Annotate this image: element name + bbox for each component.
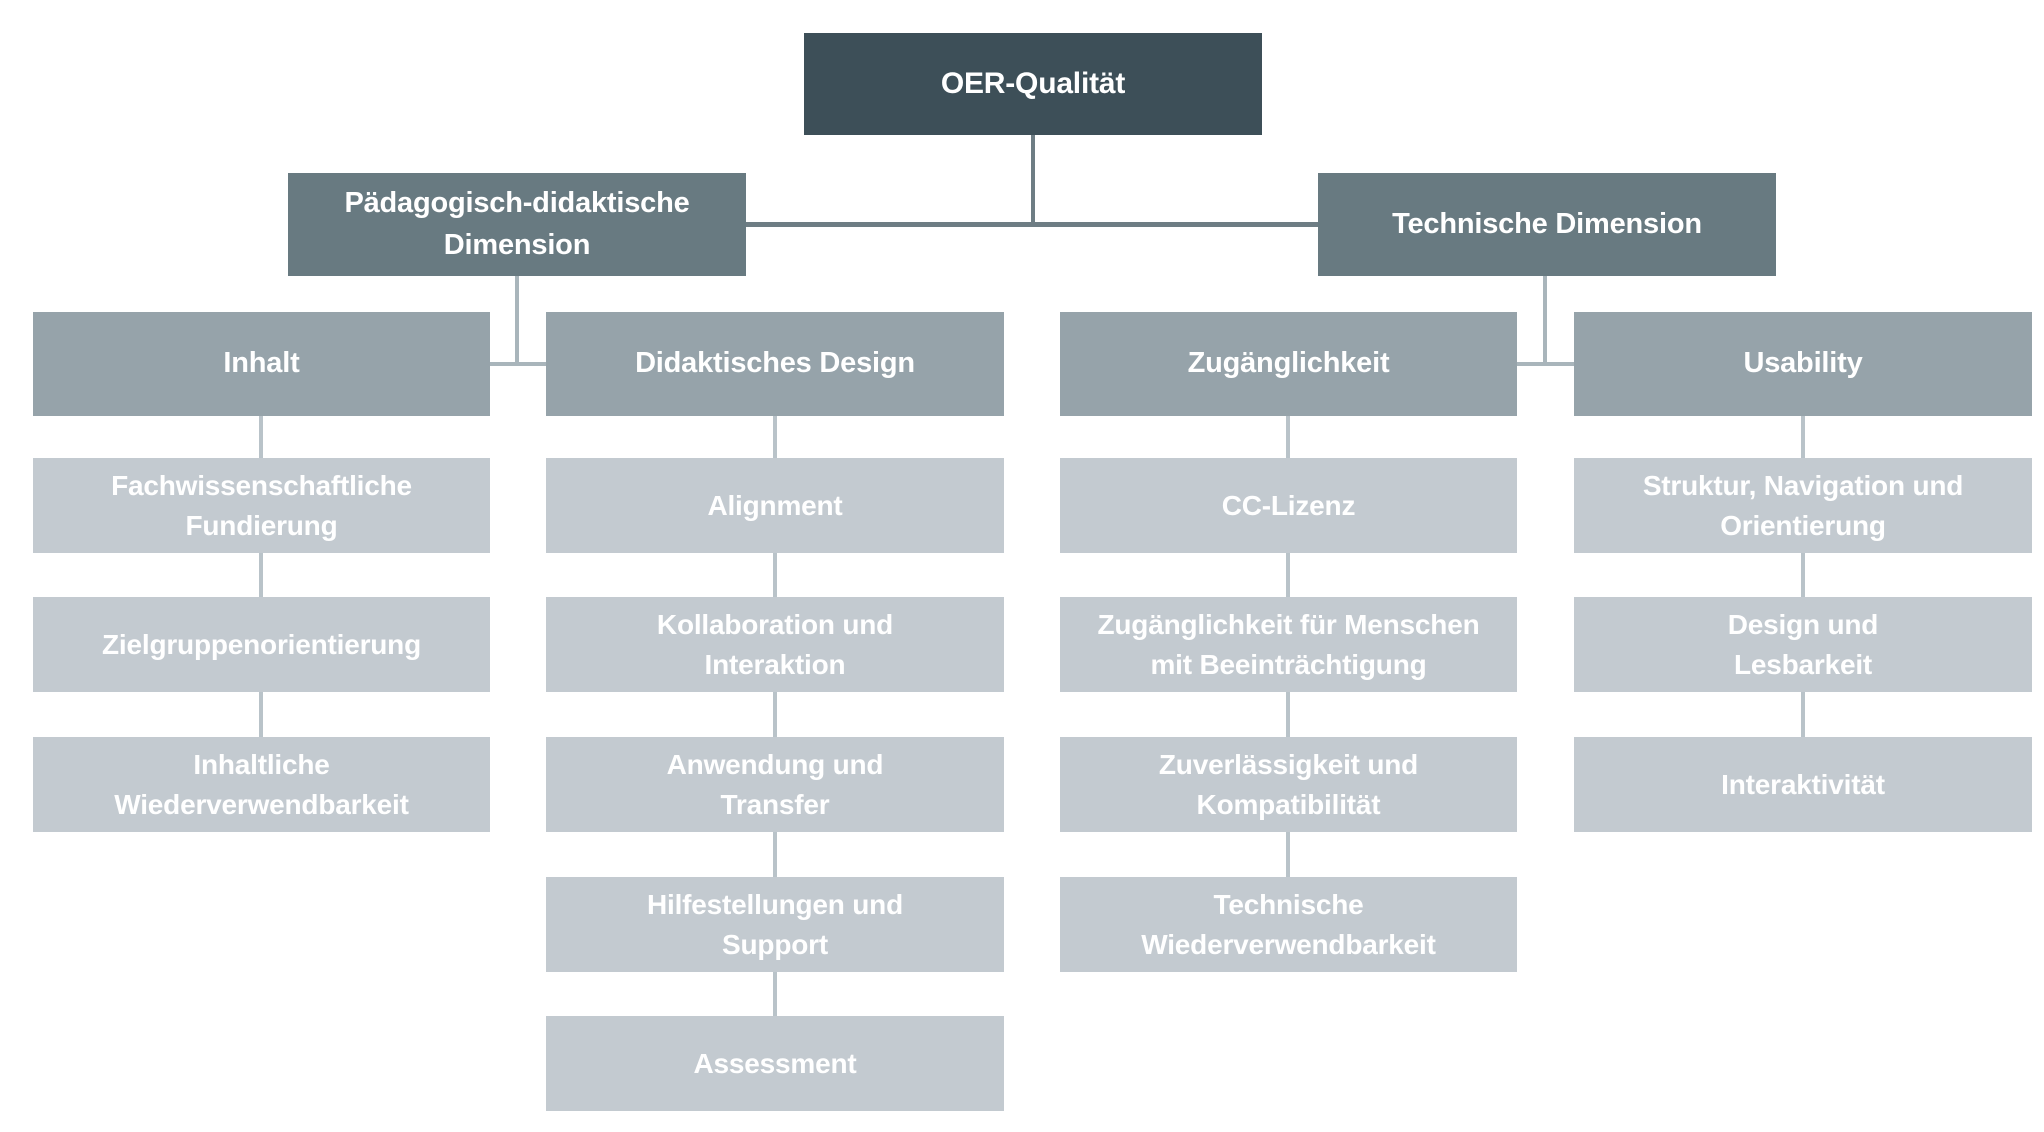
connector-paed-vertical <box>515 276 519 366</box>
header-usability: Usability <box>1574 312 2032 416</box>
connector-dimensions-horizontal <box>746 222 1318 227</box>
item-zugaenglichkeit-fuer-menschen: Zugänglichkeit für Menschen mit Beeinträ… <box>1060 597 1517 692</box>
item-hilfestellungen-und-support: Hilfestellungen und Support <box>546 877 1004 972</box>
node-technische-dimension: Technische Dimension <box>1318 173 1776 276</box>
header-inhalt: Inhalt <box>33 312 490 416</box>
item-zielgruppenorientierung: Zielgruppenorientierung <box>33 597 490 692</box>
header-zugaenglichkeit: Zugänglichkeit <box>1060 312 1517 416</box>
node-paedagogisch-didaktische-dimension: Pädagogisch-didaktische Dimension <box>288 173 746 276</box>
item-interaktivitaet: Interaktivität <box>1574 737 2032 832</box>
connector-column-didaktik <box>773 416 777 1020</box>
item-zuverlaessigkeit-und-kompatibilitaet: Zuverlässigkeit und Kompatibilität <box>1060 737 1517 832</box>
node-oer-qualitaet: OER-Qualität <box>804 33 1262 135</box>
header-didaktisches-design: Didaktisches Design <box>546 312 1004 416</box>
item-technische-wiederverwendbarkeit: Technische Wiederverwendbarkeit <box>1060 877 1517 972</box>
item-assessment: Assessment <box>546 1016 1004 1111</box>
connector-tech-horizontal <box>1516 362 1575 366</box>
item-anwendung-und-transfer: Anwendung und Transfer <box>546 737 1004 832</box>
connector-column-inhalt <box>259 416 263 741</box>
item-cc-lizenz: CC-Lizenz <box>1060 458 1517 553</box>
item-alignment: Alignment <box>546 458 1004 553</box>
item-inhaltliche-wiederverwendbarkeit: Inhaltliche Wiederverwendbarkeit <box>33 737 490 832</box>
connector-root-vertical <box>1031 135 1035 226</box>
item-kollaboration-und-interaktion: Kollaboration und Interaktion <box>546 597 1004 692</box>
item-struktur-navigation-orientierung: Struktur, Navigation und Orientierung <box>1574 458 2032 553</box>
connector-column-usability <box>1801 416 1805 741</box>
item-design-und-lesbarkeit: Design und Lesbarkeit <box>1574 597 2032 692</box>
item-fachwissenschaftliche-fundierung: Fachwissenschaftliche Fundierung <box>33 458 490 553</box>
connector-paed-horizontal <box>489 362 547 366</box>
connector-tech-vertical <box>1543 276 1547 366</box>
